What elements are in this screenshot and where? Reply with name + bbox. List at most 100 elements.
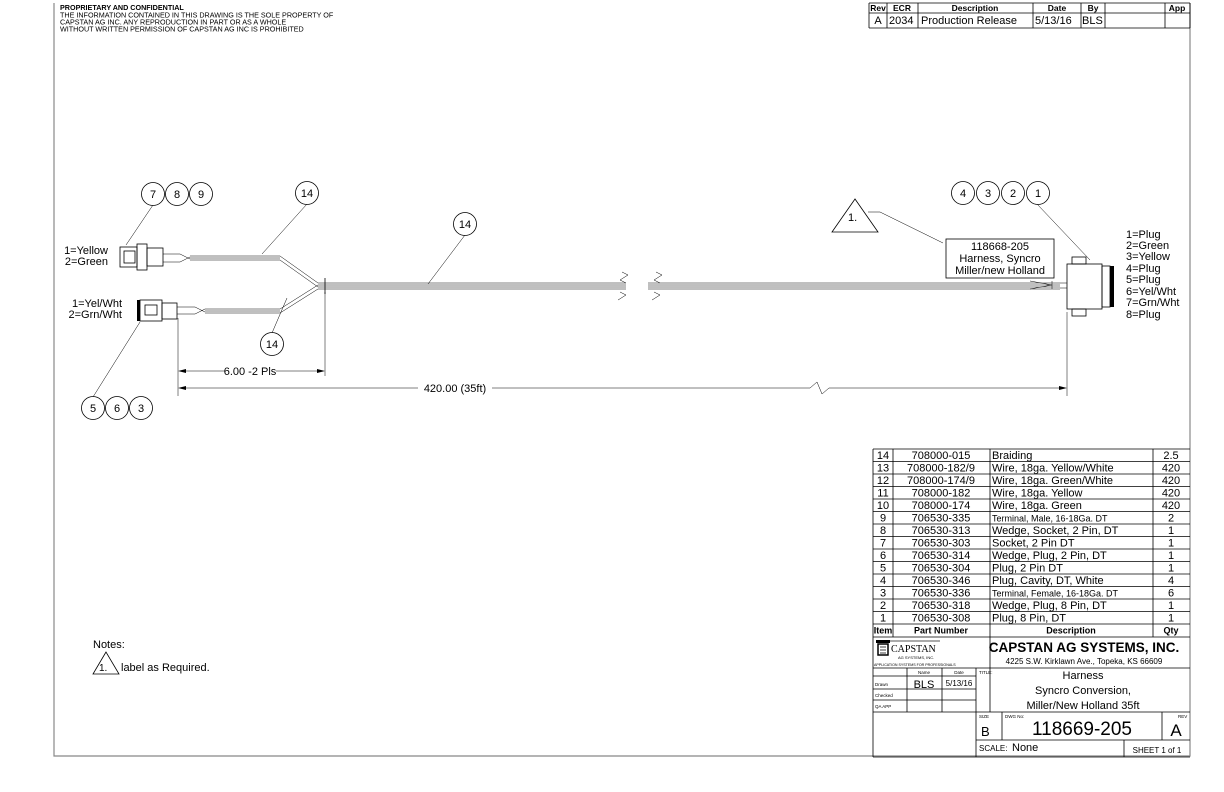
bom-qty: 420 xyxy=(1162,475,1180,487)
drawing-frame xyxy=(53,3,1191,757)
title-block: CAPSTAN AG SYSTEMS, INC. APPLICATION SYS… xyxy=(873,636,1190,758)
description-header: Description xyxy=(952,3,999,13)
rev-value: A xyxy=(874,15,882,27)
pin-label: 2=Green xyxy=(1126,240,1169,252)
item-balloon: 3 xyxy=(976,181,1000,205)
scale-value: None xyxy=(1012,742,1038,754)
balloon-number: 1 xyxy=(1035,188,1041,200)
title-line: Syncro Conversion, xyxy=(1035,685,1131,697)
qa-label: QA APP xyxy=(875,704,891,709)
bom-description: Wire, 18ga. Yellow/White xyxy=(992,463,1114,475)
item-balloon: 2 xyxy=(1001,181,1025,205)
confidentiality-notice: PROPRIETARY AND CONFIDENTIAL THE INFORMA… xyxy=(60,3,334,34)
item-balloon: 3 xyxy=(129,396,153,420)
item-balloon: 14 xyxy=(453,212,477,236)
pin-label: 6=Yel/Wht xyxy=(1126,286,1176,298)
bom-item: 1 xyxy=(880,613,886,625)
by-header: By xyxy=(1088,3,1099,13)
confidential-title: PROPRIETARY AND CONFIDENTIAL xyxy=(60,3,184,12)
confidential-line: CAPSTAN AG INC. ANY REPRODUCTION IN PART… xyxy=(60,18,286,27)
bom-description: Plug, 8 Pin, DT xyxy=(992,613,1066,625)
bom-part: 706530-314 xyxy=(912,550,971,562)
bom-part: 706530-335 xyxy=(912,513,971,525)
bom-description: Wire, 18ga. Green/White xyxy=(992,475,1113,487)
drawn-date: 5/13/16 xyxy=(946,679,973,688)
bom-header-description: Description xyxy=(1046,626,1096,636)
bom-header-qty: Qty xyxy=(1163,626,1178,636)
bom-qty: 420 xyxy=(1162,463,1180,475)
plug-pin-label: 2=Grn/Wht xyxy=(69,309,123,321)
drawn-by: BLS xyxy=(914,679,935,691)
bom-qty: 1 xyxy=(1168,600,1174,612)
bom-qty: 4 xyxy=(1168,575,1174,587)
balloon-number: 14 xyxy=(266,339,278,351)
bom-qty: 1 xyxy=(1168,563,1174,575)
socket-pin-label: 1=Yellow xyxy=(64,245,108,257)
bom-qty: 1 xyxy=(1168,525,1174,537)
balloon-number: 9 xyxy=(198,189,204,201)
capstan-logo: CAPSTAN AG SYSTEMS, INC. APPLICATION SYS… xyxy=(874,640,956,667)
bom-description: Socket, 2 Pin DT xyxy=(992,538,1075,550)
sheet-number: SHEET 1 of 1 xyxy=(1133,746,1182,755)
sheet-size: B xyxy=(981,724,990,739)
bom-part: 708000-182 xyxy=(912,488,971,500)
bom-description: Plug, 2 Pin DT xyxy=(992,563,1063,575)
plug-connector xyxy=(137,299,178,322)
label-line: Miller/new Holland xyxy=(955,265,1045,277)
date-label: Date xyxy=(954,670,964,675)
bom-qty: 6 xyxy=(1168,588,1174,600)
bom-item: 7 xyxy=(880,538,886,550)
breakout-dimension: 6.00 -2 Pls xyxy=(224,366,277,378)
bom-qty: 1 xyxy=(1168,550,1174,562)
notes-title: Notes: xyxy=(93,639,125,651)
ecr-header: ECR xyxy=(893,3,911,13)
balloon-number: 3 xyxy=(138,403,144,415)
bom-description: Plug, Cavity, DT, White xyxy=(992,575,1104,587)
balloon-number: 4 xyxy=(960,188,966,200)
bom-description: Wedge, Socket, 2 Pin, DT xyxy=(992,525,1119,537)
note-flag-number: 1. xyxy=(99,663,107,674)
plug-pin-label: 1=Yel/Wht xyxy=(72,298,122,310)
item-balloon: 1 xyxy=(1026,181,1050,205)
bom-item: 5 xyxy=(880,563,886,575)
name-label: Name xyxy=(918,670,931,675)
socket-connector xyxy=(119,243,164,271)
bom-qty: 420 xyxy=(1162,500,1180,512)
bom-description: Wire, 18ga. Green xyxy=(992,500,1082,512)
pin-label: 4=Plug xyxy=(1126,263,1161,275)
bom-item: 6 xyxy=(880,550,886,562)
bom-header-part: Part Number xyxy=(914,626,969,636)
item-balloon: 14 xyxy=(260,332,284,356)
bom-part: 708000-182/9 xyxy=(907,463,975,475)
pin-label: 7=Grn/Wht xyxy=(1126,297,1180,309)
pin-label: 3=Yellow xyxy=(1126,251,1170,263)
dwg-label: DWG No: xyxy=(1005,714,1024,719)
balloon-number: 6 xyxy=(114,403,120,415)
balloon-number: 5 xyxy=(90,403,96,415)
bom-item: 3 xyxy=(880,588,886,600)
pin-label: 8=Plug xyxy=(1126,309,1161,321)
bom-part: 706530-346 xyxy=(912,575,971,587)
balloon-number: 3 xyxy=(985,188,991,200)
harness-label-box: 118668-205 Harness, Syncro Miller/new Ho… xyxy=(945,238,1055,279)
logo-tagline: APPLICATION SYSTEMS FOR PROFESSIONALS xyxy=(874,663,956,667)
balloon-number: 7 xyxy=(150,189,156,201)
description-value: Production Release xyxy=(921,15,1017,27)
bom-part: 706530-303 xyxy=(912,538,971,550)
bom-qty: 420 xyxy=(1162,488,1180,500)
by-value: BLS xyxy=(1082,15,1103,27)
item-balloon: 7 xyxy=(141,182,165,206)
confidential-line: WITHOUT WRITTEN PERMISSION OF CAPSTAN AG… xyxy=(60,25,304,34)
bom-header-item: Item xyxy=(874,626,893,636)
item-balloon: 4 xyxy=(951,181,975,205)
title-line: Miller/New Holland 35ft xyxy=(1026,700,1139,712)
